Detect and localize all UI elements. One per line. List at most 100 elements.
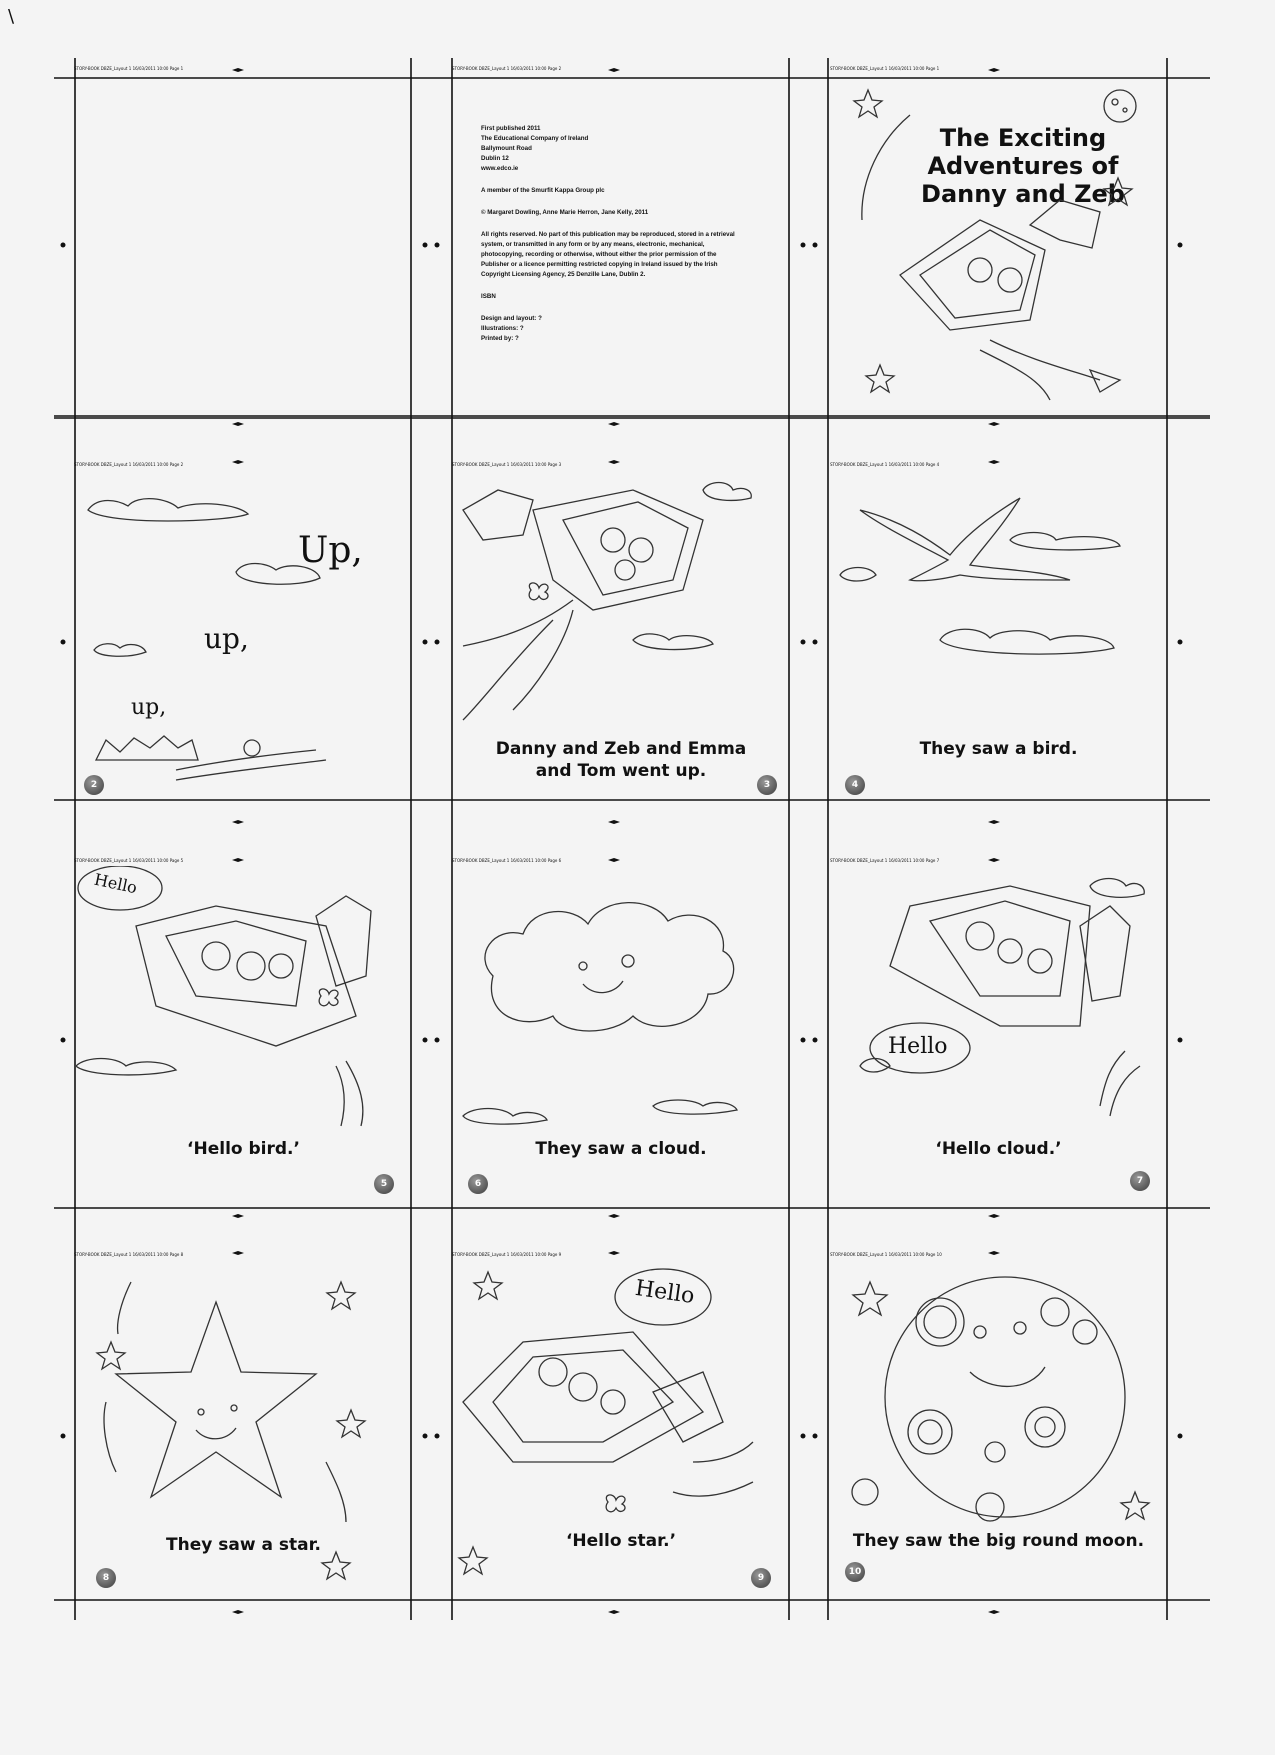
caption-line: Danny and Zeb and Emma: [495, 739, 747, 759]
star-icon: [1102, 176, 1134, 207]
star-icon: [852, 88, 884, 119]
flag-icon: [315, 895, 372, 987]
slug-line: STORY-BOOK DBZE_Layout 1 16/03/2011 10:0…: [74, 66, 184, 71]
sketch-word-up: up,: [204, 622, 249, 655]
cloud-icon: [1089, 877, 1145, 898]
page-8-illustration: [95, 1280, 367, 1581]
page-5-illustration: [76, 866, 372, 1127]
page-6-illustration: [462, 902, 738, 1125]
star-icon: [335, 1408, 367, 1439]
speech-bubble-text: Hello: [888, 1034, 948, 1059]
slug-line: STORY-BOOK DBZE_Layout 1 16/03/2011 10:0…: [452, 66, 562, 71]
cloud-icon: [702, 481, 752, 502]
cloud-icon: [839, 566, 877, 582]
page-caption: Danny and Zeb and Emma and Tom went up.: [453, 738, 789, 782]
cover-title: The Exciting Adventures of Danny and Zeb: [908, 124, 1138, 208]
bird-icon: [859, 497, 1071, 582]
page-number-badge: 6: [468, 1174, 488, 1194]
page-3: Danny and Zeb and Emma and Tom went up. …: [453, 470, 789, 800]
star-icon: [472, 1270, 504, 1301]
page-number-badge: 7: [1130, 1171, 1150, 1191]
flag-icon: [462, 489, 534, 541]
slug-line: STORY-BOOK DBZE_Layout 1 16/03/2011 10:0…: [452, 858, 562, 863]
flower-icon: [605, 1494, 626, 1513]
group-line: A member of the Smurfit Kappa Group plc: [481, 187, 605, 194]
page-9-illustration: [457, 1268, 754, 1576]
star-icon: [1119, 1490, 1151, 1521]
credit-line: Design and layout: ?: [481, 315, 542, 322]
page-9: Hello ‘Hello star.’ 9: [453, 1262, 789, 1600]
box-rocket-icon: [899, 219, 1046, 331]
tree-icon: [243, 739, 261, 757]
star-face-icon: [114, 1300, 318, 1499]
page-number-badge: 8: [96, 1568, 116, 1588]
page-number-badge: 2: [84, 775, 104, 795]
page-2-illustration: [87, 498, 327, 781]
imprint-text: First published 2011 The Educational Com…: [481, 124, 739, 356]
flag-icon: [1079, 905, 1131, 1002]
page-6: They saw a cloud. 6: [453, 866, 789, 1208]
page-caption: ‘Hello cloud.’: [935, 1139, 1062, 1159]
moon-icon: [1103, 89, 1137, 123]
slug-line: STORY-BOOK DBZE_Layout 1 16/03/2011 10:0…: [830, 1252, 942, 1257]
isbn-line: ISBN: [481, 293, 496, 300]
page-7: Hello ‘Hello cloud.’ 7: [830, 866, 1167, 1208]
imprint-line: The Educational Company of Ireland: [481, 135, 589, 142]
slug-line: STORY-BOOK DBZE_Layout 1 16/03/2011 10:0…: [74, 1252, 184, 1257]
cover-title-line: Danny and Zeb: [921, 180, 1125, 208]
page-10: They saw the big round moon. 10: [830, 1262, 1167, 1600]
page-2: Up, up, up, 2: [76, 470, 411, 800]
slug-line: STORY-BOOK DBZE_Layout 1 16/03/2011 10:0…: [830, 66, 940, 71]
village-icon: [94, 735, 199, 761]
slug-line: STORY-BOOK DBZE_Layout 1 16/03/2011 10:0…: [830, 858, 940, 863]
imprint-line: www.edco.ie: [481, 165, 519, 172]
earth-icon: [851, 1478, 879, 1506]
publisher-block: First published 2011 The Educational Com…: [481, 124, 739, 174]
imprint-line: First published 2011: [481, 125, 541, 132]
cloud-icon: [939, 628, 1115, 655]
box-rocket-icon: [532, 489, 704, 611]
cover-title-line: Adventures of: [927, 152, 1119, 180]
copyright-line: © Margaret Dowling, Anne Marie Herron, J…: [481, 209, 649, 216]
page-5: Hello ‘Hello bird.’ 5: [76, 866, 411, 1208]
flag-icon: [652, 1371, 724, 1443]
page-10-illustration: [851, 1276, 1151, 1522]
slug-line: STORY-BOOK DBZE_Layout 1 16/03/2011 10:0…: [74, 858, 184, 863]
slug-line: STORY-BOOK DBZE_Layout 1 16/03/2011 10:0…: [452, 1252, 562, 1257]
page-number-badge: 3: [757, 775, 777, 795]
cloud-icon: [93, 643, 147, 657]
cloud-icon: [859, 1057, 891, 1073]
page-8: They saw a star. 8: [76, 1262, 411, 1600]
credit-line: Printed by: ?: [481, 335, 519, 342]
page-4: They saw a bird. 4: [830, 470, 1167, 800]
cloud-icon: [76, 1057, 178, 1076]
credits-block: Design and layout: ? Illustrations: ? Pr…: [481, 314, 739, 344]
slug-line: STORY-BOOK DBZE_Layout 1 16/03/2011 10:0…: [830, 462, 940, 467]
cloud-icon: [462, 1107, 548, 1125]
speech-bubble: [614, 1268, 712, 1326]
stray-pencil-mark: \: [8, 6, 15, 27]
page-caption: ‘Hello bird.’: [187, 1139, 300, 1159]
cover-illustration: [852, 88, 1137, 401]
page-number-badge: 9: [751, 1568, 771, 1588]
flower-icon: [318, 988, 339, 1007]
flag-icon: [1028, 199, 1101, 249]
box-rocket-icon: [135, 905, 357, 1047]
page-4-illustration: [839, 497, 1121, 655]
page-caption: ‘Hello star.’: [565, 1531, 677, 1551]
cloud-face-icon: [484, 902, 735, 1032]
sketch-word-up: up,: [131, 695, 167, 720]
box-rocket-icon: [889, 885, 1091, 1027]
star-icon: [864, 363, 896, 394]
speech-bubble: [77, 866, 163, 911]
cloud-icon: [87, 498, 250, 522]
box-rocket-icon: [462, 1331, 705, 1463]
page-caption: They saw a star.: [166, 1535, 321, 1555]
page-caption: They saw the big round moon.: [852, 1531, 1145, 1551]
page-cover: The Exciting Adventures of Danny and Zeb: [830, 80, 1167, 416]
cover-title-line: The Exciting: [939, 124, 1107, 152]
slug-line: STORY-BOOK DBZE_Layout 1 16/03/2011 10:0…: [452, 462, 562, 467]
star-icon: [325, 1280, 357, 1311]
